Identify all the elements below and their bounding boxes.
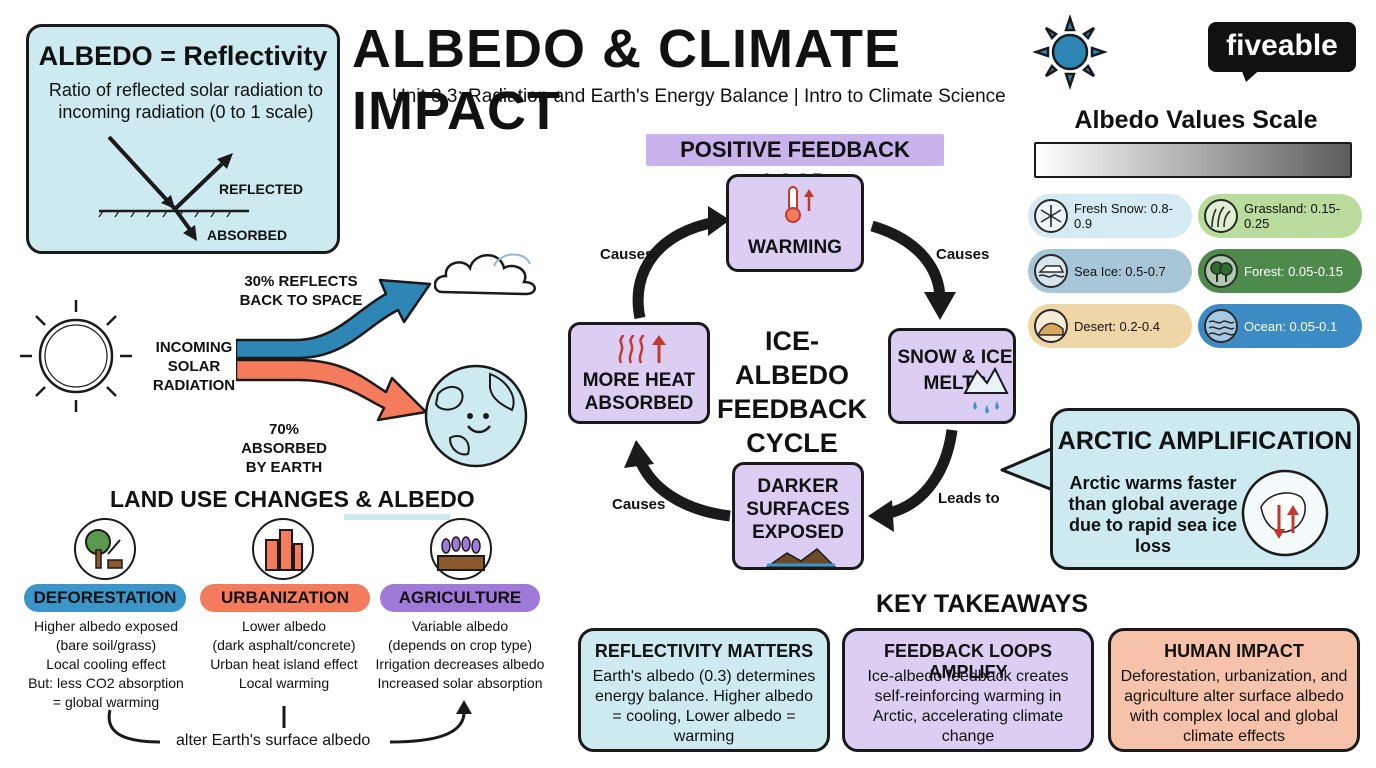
reflect-percent-label: 30% REFLECTS BACK TO SPACE <box>239 273 363 309</box>
scale-item-ocean: Ocean: 0.05-0.1 <box>1198 304 1362 348</box>
albedo-gradient-bar <box>1034 142 1352 178</box>
absorb-percent-label: 70% ABSORBED BY EARTH <box>241 421 327 476</box>
deforestation-line: Local cooling effect <box>46 656 166 672</box>
deforestation-line: = global warming <box>52 694 160 710</box>
absorbed-label: ABSORBED <box>207 227 288 243</box>
scale-label: Grassland: 0.15-0.25 <box>1244 201 1341 231</box>
page-subtitle: Unit 3.3: Radiation and Earth's Energy B… <box>392 86 1006 107</box>
bracket-arrows <box>107 700 472 744</box>
takeaway-title: REFLECTIVITY MATTERS <box>594 641 814 661</box>
takeaway-text: Earth's albedo (0.3) determines energy b… <box>592 668 816 745</box>
takeaway-card-feedback: FEEDBACK LOOPS AMPLIFY Ice-albedo feedba… <box>842 628 1094 752</box>
agriculture-line: (depends on crop type) <box>388 637 532 653</box>
brand-logo[interactable]: fiveable <box>1208 22 1356 72</box>
node-heat: MORE HEAT ABSORBED <box>568 322 710 424</box>
agriculture-line: Variable albedo <box>411 618 509 634</box>
arrow-label-bottom-right: Leads to <box>938 490 1000 507</box>
urbanization-icon <box>252 518 314 580</box>
urbanization-pill: URBANIZATION <box>200 584 370 612</box>
deforestation-line: (bare soil/grass) <box>55 637 157 653</box>
heat-waves-icon <box>618 334 666 364</box>
node-heat-label: MORE HEAT ABSORBED <box>582 370 696 414</box>
scale-item-fresh-snow: Fresh Snow: 0.8-0.9 <box>1028 194 1192 238</box>
arrow-label-bottom-left: Causes <box>612 496 666 513</box>
scale-item-desert: Desert: 0.2-0.4 <box>1028 304 1192 348</box>
arctic-globe-icon <box>1241 469 1329 557</box>
node-melts: SNOW & ICE MELTS <box>888 328 1016 424</box>
reflection-diagram <box>98 135 249 241</box>
scale-label: Desert: 0.2-0.4 <box>1074 318 1160 334</box>
page-title: ALBEDO & CLIMATE IMPACT <box>352 19 901 141</box>
heading-highlight <box>344 514 450 520</box>
scale-label: Fresh Snow: 0.8-0.9 <box>1074 201 1173 231</box>
node-darker-label: DARKER SURFACES EXPOSED <box>746 476 850 543</box>
agriculture-pill: AGRICULTURE <box>380 584 540 612</box>
land-use-heading: LAND USE CHANGES & ALBEDO <box>110 486 475 512</box>
scale-item-forest: Forest: 0.05-0.15 <box>1198 249 1362 293</box>
albedo-definition-card: ALBEDO = Reflectivity Ratio of reflected… <box>26 24 340 254</box>
scale-label: Sea Ice: 0.5-0.7 <box>1074 263 1166 279</box>
earth-icon <box>424 364 528 468</box>
urbanization-line: Urban heat island effect <box>210 656 358 672</box>
wave-icon <box>1204 309 1238 343</box>
takeaway-text: Ice-albedo feedback creates self-reinfor… <box>867 668 1069 745</box>
thermometer-icon <box>785 186 814 223</box>
incoming-radiation-label: INCOMING SOLAR RADIATION <box>152 339 236 394</box>
scale-label: Forest: 0.05-0.15 <box>1244 263 1343 279</box>
sea-ice-icon <box>1034 254 1068 288</box>
takeaway-card-human-impact: HUMAN IMPACT Deforestation, urbanization… <box>1108 628 1360 752</box>
takeaway-title: HUMAN IMPACT <box>1164 641 1304 661</box>
deforestation-description: Higher albedo exposed (bare soil/grass) … <box>18 617 194 712</box>
node-warming: WARMING <box>726 174 864 272</box>
scale-item-grassland: Grassland: 0.15-0.25 <box>1198 194 1362 238</box>
definition-heading: ALBEDO = Reflectivity <box>38 41 328 71</box>
node-darker: DARKER SURFACES EXPOSED <box>732 462 864 570</box>
deforestation-pill: DEFORESTATION <box>24 584 186 612</box>
urbanization-line: Local warming <box>238 675 330 691</box>
tree-icon <box>1204 254 1238 288</box>
cycle-center-label: ICE-ALBEDO FEEDBACK CYCLE <box>716 326 867 458</box>
grass-icon <box>1204 199 1238 233</box>
outline-sun-icon <box>20 300 132 412</box>
dark-landscape-icon <box>765 548 837 568</box>
scale-label: Ocean: 0.05-0.1 <box>1244 318 1338 334</box>
cloud-icon <box>434 253 536 296</box>
arctic-text: Arctic warms faster than global average … <box>1068 473 1238 556</box>
agriculture-icon <box>430 518 492 580</box>
definition-text: Ratio of reflected solar radiation to in… <box>48 80 324 122</box>
arctic-callout-pointer <box>1000 444 1059 494</box>
scale-item-sea-ice: Sea Ice: 0.5-0.7 <box>1028 249 1192 293</box>
agriculture-line: Increased solar absorption <box>377 675 543 691</box>
takeaway-card-reflectivity: REFLECTIVITY MATTERS Earth's albedo (0.3… <box>578 628 830 752</box>
urbanization-description: Lower albedo (dark asphalt/concrete) Urb… <box>196 617 372 693</box>
deforestation-line: But: less CO2 absorption <box>28 675 184 691</box>
takeaway-title: FEEDBACK LOOPS AMPLIFY <box>883 641 1052 682</box>
scale-title: Albedo Values Scale <box>1074 106 1318 134</box>
arctic-heading: ARCTIC AMPLIFICATION <box>1057 427 1353 455</box>
takeaways-heading: KEY TAKEAWAYS <box>876 590 1089 618</box>
logo-tail <box>1240 66 1264 82</box>
bracket-label: alter Earth's surface albedo <box>176 732 371 749</box>
radiation-arrows <box>236 278 432 422</box>
snowflake-icon <box>1034 199 1068 233</box>
node-warming-label: WARMING <box>748 237 842 258</box>
urbanization-line: Lower albedo <box>241 618 327 634</box>
reflected-label: REFLECTED <box>219 181 303 197</box>
arrow-label-top-left: Causes <box>600 246 654 263</box>
agriculture-line: Irrigation decreases albedo <box>375 656 545 672</box>
melting-ice-icon <box>963 366 1009 414</box>
takeaway-text: Deforestation, urbanization, and agricul… <box>1120 668 1348 745</box>
agriculture-description: Variable albedo (depends on crop type) I… <box>366 617 554 693</box>
arctic-amplification-card: ARCTIC AMPLIFICATION Arctic warms faster… <box>1050 408 1360 570</box>
dune-icon <box>1034 309 1068 343</box>
arrow-label-top-right: Causes <box>936 246 990 263</box>
deforestation-line: Higher albedo exposed <box>34 618 178 634</box>
urbanization-line: (dark asphalt/concrete) <box>212 637 356 653</box>
deforestation-icon <box>74 518 136 580</box>
sun-icon <box>1032 14 1108 90</box>
